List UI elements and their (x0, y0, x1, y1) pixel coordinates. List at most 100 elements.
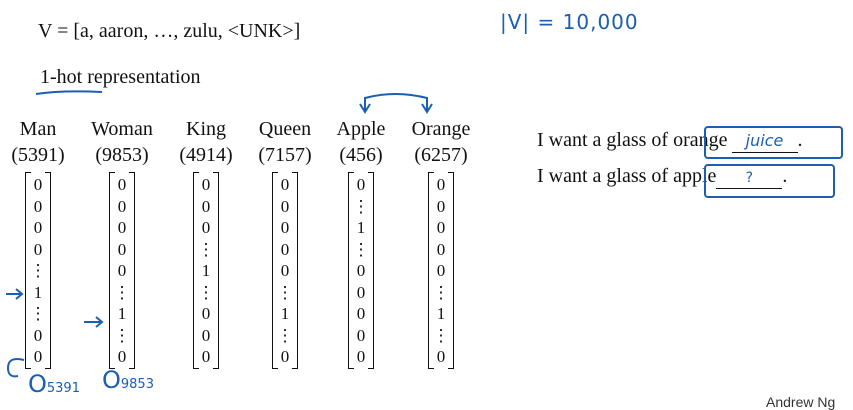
word-index: (9853) (95, 144, 149, 166)
vector-entry: ⋮ (197, 239, 215, 259)
left-bracket (428, 172, 434, 369)
vector-entry: 0 (356, 325, 366, 345)
vector-entry: 0 (117, 196, 127, 216)
right-bracket (129, 172, 135, 369)
vector-entry: 0 (280, 261, 290, 280)
vector-entry: 0 (436, 261, 446, 280)
vector-entry: 0 (280, 239, 290, 259)
left-bracket (193, 172, 199, 369)
vector-entry: 0 (33, 239, 43, 259)
section-title: 1-hot representation (40, 66, 201, 88)
watermark: Andrew Ng (766, 394, 836, 410)
left-bracket (272, 172, 278, 369)
vector-entry: 1 (33, 282, 43, 302)
vector-entry: 0 (280, 175, 290, 194)
word-label: Apple (336, 118, 386, 140)
vector-entry: 0 (33, 218, 43, 237)
vector-entry: ⋮ (197, 282, 215, 302)
onehot-vector-orange: 0 0 0 0 0 ⋮ 1 ⋮ 0 (428, 172, 454, 369)
vector-entry: 0 (280, 347, 290, 366)
right-bracket (292, 172, 298, 369)
word-label: Woman (91, 118, 153, 140)
vector-entry: ⋮ (432, 325, 450, 345)
onehot-vector-woman: 0 0 0 0 0 ⋮ 1 ⋮ 0 (109, 172, 135, 369)
vector-entry: 0 (201, 304, 211, 323)
left-bracket (25, 172, 31, 369)
left-bracket (109, 172, 115, 369)
apple-orange-arrow (359, 93, 433, 114)
word-header-king: King (4914) (161, 116, 251, 168)
apple-blank-box (704, 164, 835, 198)
vector-entry: ⋮ (113, 282, 131, 302)
word-label: King (186, 118, 226, 140)
vector-entry: 0 (117, 261, 127, 280)
word-header-apple: Apple (456) (316, 116, 406, 168)
vector-entry: 0 (33, 175, 43, 194)
vector-entry: 0 (117, 218, 127, 237)
vector-entry: 0 (117, 347, 127, 366)
vector-entry: 0 (356, 304, 366, 323)
man-onehot-label: O5391 (28, 370, 80, 398)
right-bracket (448, 172, 454, 369)
underline-stroke (35, 90, 103, 95)
vector-entry: ⋮ (113, 325, 131, 345)
vector-entry: 0 (33, 325, 43, 345)
word-index: (4914) (179, 144, 233, 166)
vector-entry: 0 (356, 347, 366, 366)
vector-entry: ⋮ (432, 282, 450, 302)
word-label: Man (19, 118, 57, 140)
vector-entry: 0 (201, 175, 211, 194)
vector-entry: ⋮ (352, 239, 370, 259)
vector-entry: 0 (436, 196, 446, 216)
vector-entry: ⋮ (29, 261, 47, 280)
vector-entry: 1 (117, 304, 127, 323)
right-bracket (368, 172, 374, 369)
vector-entry: 0 (436, 239, 446, 259)
orange-juice-box (704, 126, 843, 159)
vector-entry: 1 (280, 304, 290, 323)
onehot-vector-man: 0 0 0 0 ⋮ 1 ⋮ 0 0 (25, 172, 51, 369)
vector-entry: 1 (436, 304, 446, 323)
vector-entry: 1 (201, 261, 211, 280)
word-label: Orange (411, 118, 471, 140)
word-index: (456) (339, 144, 383, 166)
word-index: (5391) (11, 144, 65, 166)
vocab-size-annotation: |V| = 10,000 (500, 10, 639, 34)
right-bracket (213, 172, 219, 369)
vector-entry: ⋮ (276, 325, 294, 345)
word-header-man: Man (5391) (0, 116, 83, 168)
vector-entry: 0 (201, 325, 211, 345)
vector-entry: 0 (436, 175, 446, 194)
vector-entry: ⋮ (29, 304, 47, 323)
word-header-queen: Queen (7157) (240, 116, 330, 168)
vector-entry: 0 (117, 239, 127, 259)
word-index: (6257) (414, 144, 468, 166)
vector-entry: 0 (280, 218, 290, 237)
vector-entry: 0 (201, 218, 211, 237)
vector-entry: 0 (201, 196, 211, 216)
woman-onehot-label: O9853 (102, 366, 154, 394)
vector-entry: 0 (356, 175, 366, 194)
vector-entry: 1 (356, 218, 366, 237)
vector-entry: 0 (356, 261, 366, 280)
vector-entry: 0 (436, 347, 446, 366)
vector-entry: 0 (33, 196, 43, 216)
vocabulary-definition: V = [a, aaron, …, zulu, <UNK>] (38, 20, 301, 42)
word-label: Queen (258, 118, 312, 140)
word-header-orange: Orange (6257) (396, 116, 486, 168)
vector-entry: 0 (436, 218, 446, 237)
answer-juice: juice (745, 131, 784, 150)
curl-stroke (6, 358, 25, 378)
vector-entry: 0 (33, 347, 43, 366)
word-index: (7157) (258, 144, 312, 166)
vector-entry: ⋮ (352, 196, 370, 216)
arrow-to-woman-one (84, 316, 104, 328)
word-header-woman: Woman (9853) (77, 116, 167, 168)
vector-entry: 0 (117, 175, 127, 194)
arrow-to-man-one (6, 288, 24, 300)
vector-entry: 0 (280, 196, 290, 216)
